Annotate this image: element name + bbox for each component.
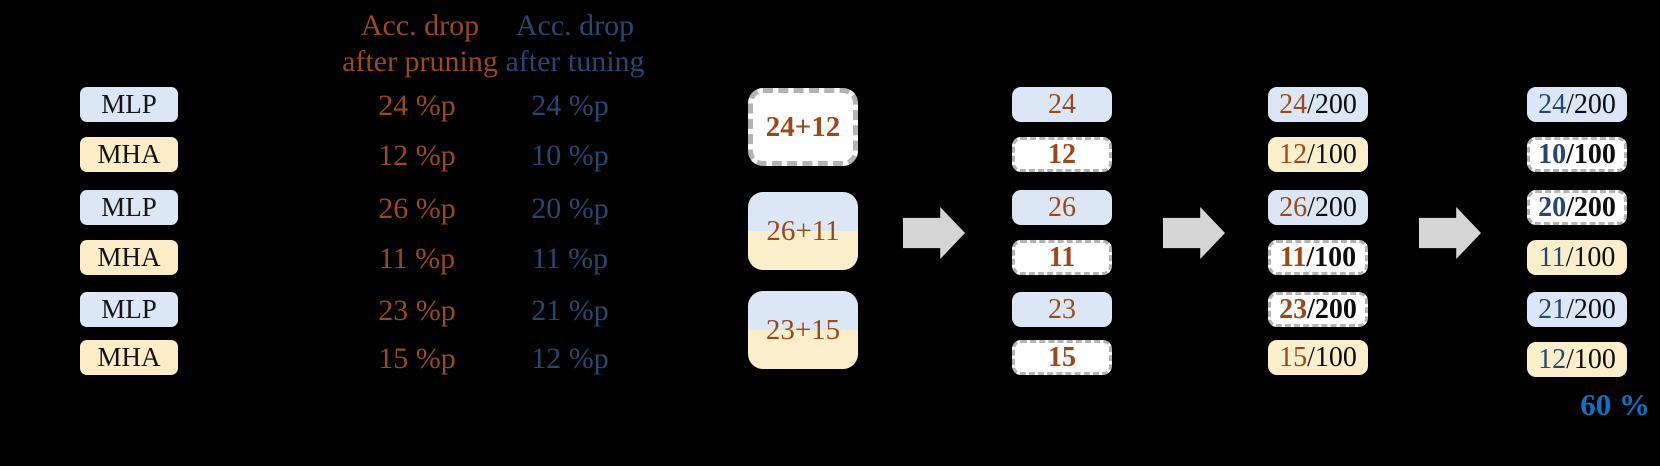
stage4-pill: 24/200	[1527, 87, 1627, 122]
tuning-drop-value: 21 %p	[531, 293, 609, 327]
stage3-pill-pruned: 11/100	[1268, 240, 1368, 275]
stage4-pill: 11/100	[1527, 240, 1627, 275]
ratio-denominator: /200	[1307, 293, 1357, 325]
pruning-drop-value: 26 %p	[378, 191, 456, 225]
ratio-numerator: 24	[1538, 88, 1567, 120]
layer-block-mlp: MLP	[80, 190, 178, 225]
stage2-pill-kept: 26	[1012, 190, 1112, 225]
layer-block-mlp: MLP	[80, 87, 178, 122]
arrow-right-icon	[1419, 207, 1481, 259]
tuning-drop-value: 10 %p	[531, 138, 609, 172]
stage2-pill-pruned: 11	[1012, 240, 1112, 275]
stage2-pill-kept: 24	[1012, 87, 1112, 122]
stage3-pill: 12/100	[1268, 137, 1368, 172]
stage4-pill-pruned: 10/100	[1527, 137, 1627, 172]
ratio-numerator: 11	[1279, 241, 1307, 273]
stage3-pill-pruned: 23/200	[1268, 292, 1368, 327]
pruning-drop-value: 23 %p	[378, 293, 456, 327]
layer-block-mha: MHA	[80, 240, 178, 275]
header-line: after tuning	[505, 45, 645, 78]
stage3-pill: 24/200	[1268, 87, 1368, 122]
stage4-pill: 21/200	[1527, 292, 1627, 327]
stage4-pill: 12/100	[1527, 342, 1627, 377]
ratio-numerator: 15	[1279, 341, 1308, 373]
ratio-denominator: /200	[1566, 88, 1616, 120]
header-acc-drop-after-pruning: Acc. drop after pruning	[335, 8, 505, 80]
ratio-denominator: /100	[1306, 241, 1357, 273]
tuning-drop-value: 24 %p	[531, 88, 609, 122]
ratio-denominator: /200	[1307, 191, 1357, 223]
ratio-numerator: 26	[1279, 191, 1308, 223]
ratio-denominator: /100	[1566, 138, 1616, 170]
header-line: Acc. drop	[360, 9, 480, 42]
ratio-numerator: 12	[1538, 343, 1567, 375]
final-ratio-label: 60 %	[1580, 387, 1650, 422]
stage3-pill: 15/100	[1268, 340, 1368, 375]
pruning-drop-value: 24 %p	[378, 88, 456, 122]
stage2-pill-kept: 23	[1012, 292, 1112, 327]
ratio-numerator: 10	[1538, 138, 1567, 170]
layer-block-mha: MHA	[80, 340, 178, 375]
header-line: after pruning	[342, 45, 498, 78]
tuning-drop-value: 20 %p	[531, 191, 609, 225]
group-box-pair: 26+11	[748, 192, 858, 270]
layer-block-mlp: MLP	[80, 292, 178, 327]
stage2-pill-pruned: 12	[1012, 137, 1112, 172]
ratio-denominator: /100	[1307, 138, 1357, 170]
stage4-pill-pruned: 20/200	[1527, 190, 1627, 225]
stage3-pill: 26/200	[1268, 190, 1368, 225]
ratio-denominator: /100	[1565, 241, 1616, 273]
ratio-numerator: 12	[1279, 138, 1308, 170]
header-line: Acc. drop	[515, 9, 635, 42]
tuning-drop-value: 12 %p	[531, 341, 609, 375]
pruning-drop-value: 12 %p	[378, 138, 456, 172]
pruning-drop-value: 15 %p	[378, 341, 456, 375]
stage2-pill-pruned: 15	[1012, 340, 1112, 375]
group-box-pair: 23+15	[748, 291, 858, 369]
ratio-denominator: /100	[1307, 341, 1357, 373]
arrow-right-icon	[1163, 207, 1225, 259]
tuning-drop-value: 11 %p	[531, 241, 609, 275]
ratio-numerator: 20	[1538, 191, 1567, 223]
pruning-drop-value: 11 %p	[378, 241, 456, 275]
layer-block-mha: MHA	[80, 137, 178, 172]
ratio-denominator: /200	[1566, 293, 1616, 325]
ratio-denominator: /100	[1566, 343, 1616, 375]
arrow-right-icon	[903, 207, 965, 259]
ratio-numerator: 21	[1538, 293, 1567, 325]
ratio-denominator: /200	[1307, 88, 1357, 120]
header-acc-drop-after-tuning: Acc. drop after tuning	[495, 8, 655, 80]
group-box-pruned: 24+12	[748, 88, 858, 166]
ratio-numerator: 23	[1279, 293, 1308, 325]
ratio-numerator: 11	[1538, 241, 1566, 273]
ratio-denominator: /200	[1566, 191, 1616, 223]
ratio-numerator: 24	[1279, 88, 1308, 120]
